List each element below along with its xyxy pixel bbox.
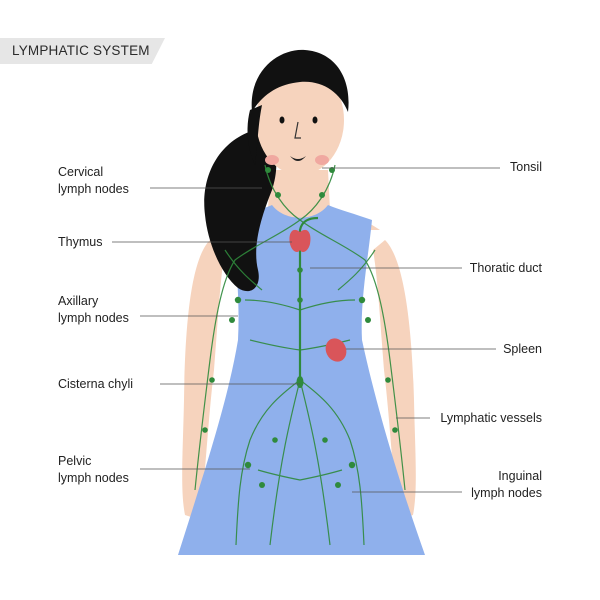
label-cisterna-chyli: Cisterna chyli <box>58 377 134 391</box>
label-spleen: Spleen <box>503 342 542 356</box>
diagram-title: LYMPHATIC SYSTEM <box>12 43 150 58</box>
node <box>392 427 398 433</box>
node <box>329 167 335 173</box>
label-inguinal-lymph-nodes: Inguinal lymph nodes <box>471 469 542 500</box>
label-thoracic-duct: Thoratic duct <box>469 261 542 275</box>
label-thymus: Thymus <box>58 235 103 249</box>
left-eye <box>279 116 285 124</box>
label-lymphatic-vessels: Lymphatic vessels <box>440 411 542 425</box>
node <box>385 377 391 383</box>
hair-top <box>251 49 349 112</box>
leader-lines <box>112 167 500 493</box>
left-arm <box>182 240 225 520</box>
node <box>229 317 235 323</box>
hair-side <box>247 105 262 165</box>
lymph-nodes <box>202 167 398 488</box>
ponytail <box>204 130 277 292</box>
node <box>319 192 325 198</box>
mouth <box>290 156 306 161</box>
label-axillary-lymph-nodes: Axillary lymph nodes <box>58 294 129 325</box>
node <box>244 461 252 469</box>
node <box>348 461 356 469</box>
node <box>365 317 371 323</box>
thymus-organ <box>289 229 311 252</box>
node <box>297 297 303 303</box>
node <box>272 437 278 443</box>
node <box>265 167 271 173</box>
label-tonsil: Tonsil <box>510 160 542 174</box>
nose <box>294 121 301 139</box>
node <box>335 482 341 488</box>
cisterna-chyli-organ <box>296 376 304 388</box>
label-cervical-lymph-nodes: Cervical lymph nodes <box>58 165 129 196</box>
right-arm <box>373 240 416 520</box>
left-cheek <box>265 155 279 165</box>
node <box>358 296 366 304</box>
node <box>209 377 215 383</box>
node <box>297 267 303 273</box>
label-pelvic-lymph-nodes: Pelvic lymph nodes <box>58 454 129 485</box>
right-eye <box>312 116 318 124</box>
right-cheek <box>315 155 329 165</box>
node <box>202 427 208 433</box>
node <box>234 296 242 304</box>
title-banner <box>0 38 165 64</box>
face <box>256 65 344 175</box>
spleen-organ <box>325 338 347 362</box>
node <box>275 192 281 198</box>
node <box>322 437 328 443</box>
thoracic-duct <box>298 216 319 380</box>
node <box>259 482 265 488</box>
